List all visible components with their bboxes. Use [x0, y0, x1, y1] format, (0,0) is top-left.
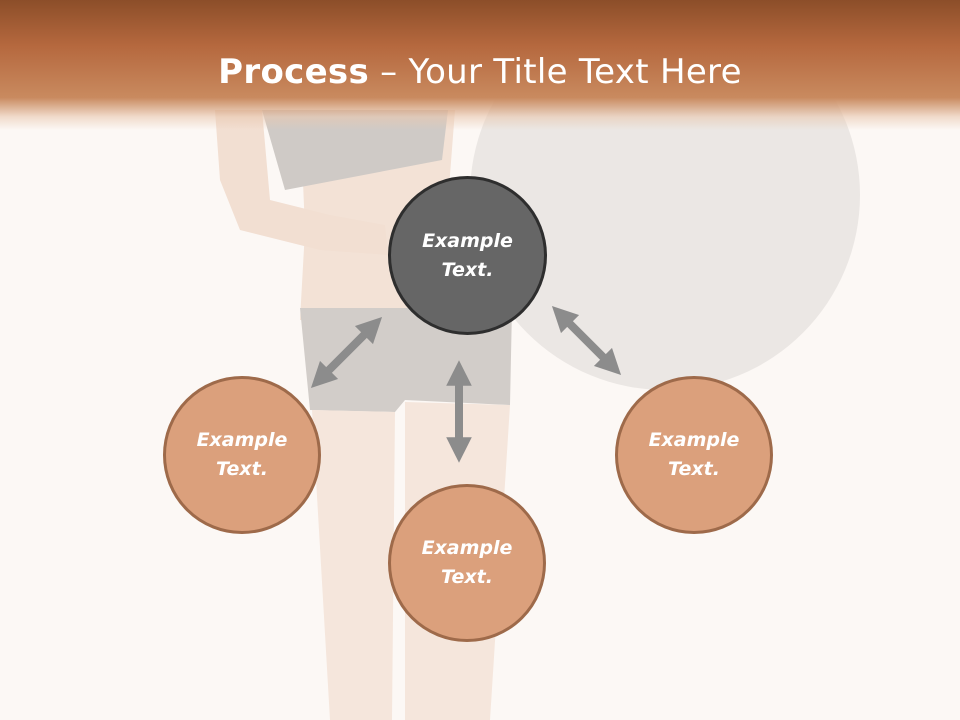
arm-shape	[215, 110, 388, 255]
title-bold: Process	[218, 52, 370, 92]
left-node[interactable]: Example Text.	[163, 376, 321, 534]
right-node-text: Example Text.	[648, 429, 740, 480]
crop-top-shape	[262, 110, 448, 190]
title-bar	[0, 0, 960, 130]
arrow-center-right	[551, 305, 622, 376]
left-leg-shape	[312, 410, 395, 720]
left-node-text: Example Text.	[196, 429, 288, 480]
arrow-center-left	[310, 316, 383, 389]
right-node[interactable]: Example Text.	[615, 376, 773, 534]
bottom-node[interactable]: Example Text.	[388, 484, 546, 642]
center-node[interactable]: Example Text.	[388, 176, 547, 335]
center-node-text: Example Text.	[422, 229, 513, 281]
bottom-node-text: Example Text.	[421, 537, 513, 588]
title-rest: – Your Title Text Here	[369, 52, 742, 92]
slide-title: Process – Your Title Text Here	[0, 52, 960, 92]
